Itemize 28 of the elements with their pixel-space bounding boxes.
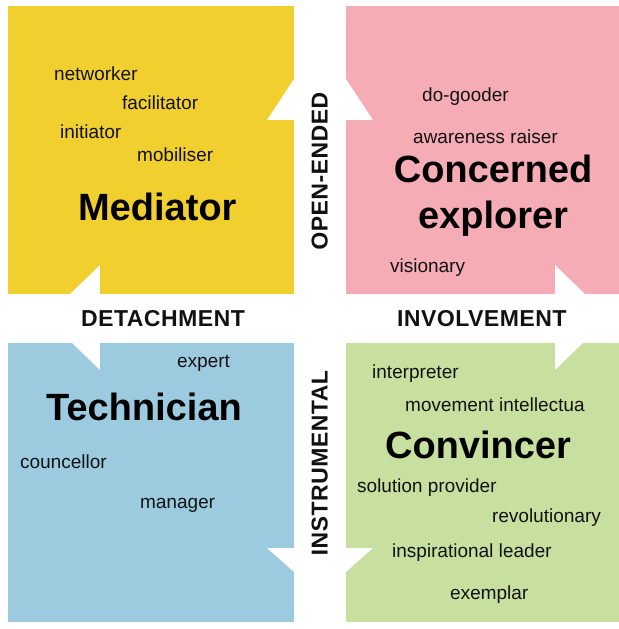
role-term: facilitator (122, 93, 198, 115)
role-term: revolutionary (492, 506, 601, 528)
role-term: expert (177, 351, 230, 373)
role-term: visionary (390, 256, 465, 278)
role-term: networker (54, 64, 138, 86)
axis-label: INSTRUMENTAL (306, 369, 334, 555)
role-term: solution provider (357, 476, 496, 498)
axis-label: DETACHMENT (81, 304, 246, 332)
role-term: exemplar (450, 583, 528, 605)
role-term: initiator (60, 122, 122, 144)
quadrant-panel (8, 343, 294, 622)
quadrant-heading: Technician (46, 386, 242, 431)
quadrant-heading: Convincer (385, 424, 571, 469)
role-term: inspirational leader (392, 541, 552, 563)
axis-label: INVOLVEMENT (397, 304, 567, 332)
role-term: do-gooder (422, 85, 509, 107)
role-term: movement intellectua (405, 395, 585, 417)
axis-label: OPEN-ENDED (306, 90, 334, 250)
role-term: manager (140, 492, 215, 514)
quadrant-panel (346, 343, 619, 622)
role-term: interpreter (372, 362, 459, 384)
quadrant-heading: Concerned explorer (392, 148, 594, 239)
quadrant-panel (8, 6, 294, 294)
quadrant-heading: Mediator (78, 186, 236, 231)
quadrant-panel (346, 6, 619, 294)
role-term: mobiliser (137, 145, 214, 167)
role-term: councellor (20, 452, 107, 474)
role-term: awareness raiser (413, 127, 558, 149)
